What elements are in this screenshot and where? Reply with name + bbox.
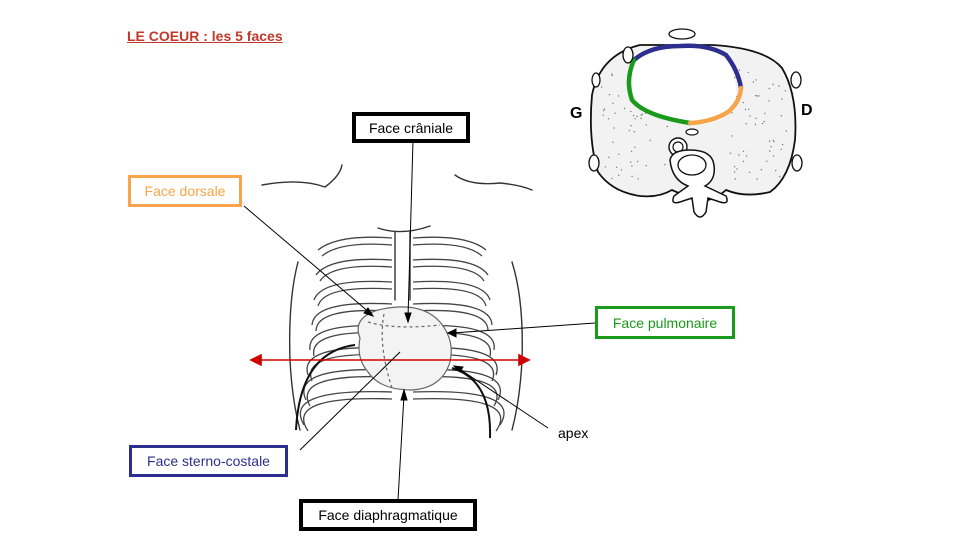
label-apex: apex <box>558 425 589 441</box>
page-title: LE COEUR : les 5 faces <box>127 28 283 44</box>
label-face-dorsale: Face dorsale <box>128 175 242 207</box>
horizontal-axis-arrow <box>249 353 531 367</box>
cross-section-left-letter: G <box>570 105 583 122</box>
cross-section-diagram <box>588 28 803 218</box>
cross-section-right-letter: D <box>801 102 813 119</box>
heart-outline <box>357 306 452 391</box>
label-face-pulmonaire: Face pulmonaire <box>595 306 735 339</box>
label-face-craniale: Face crâniale <box>352 112 470 143</box>
label-face-sterno-costale: Face sterno-costale <box>129 445 288 477</box>
pointer-lines <box>243 139 596 501</box>
label-face-diaphragmatique: Face diaphragmatique <box>299 499 477 531</box>
